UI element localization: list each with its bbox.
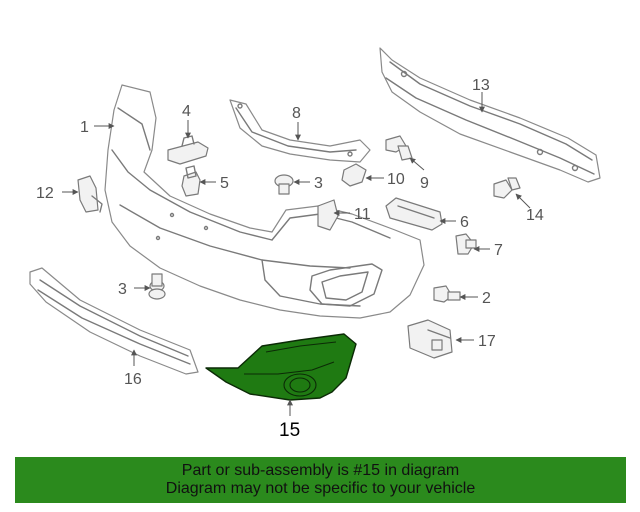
callout-10: 10 [387,171,405,188]
callout-11: 11 [354,206,371,223]
callout-16: 16 [124,371,142,388]
callout-9: 9 [420,175,429,192]
part-13-reinforcement[interactable] [379,47,601,183]
callout-3-lower: 3 [118,281,127,298]
part-14-bolt[interactable] [493,177,521,199]
callout-4: 4 [182,103,191,120]
part-6-bracket[interactable] [385,197,443,231]
callout-1: 1 [80,119,89,136]
parts-diagram: 1 4 5 8 3 10 9 13 14 11 6 7 2 17 12 3 16… [29,47,601,441]
callout-14: 14 [526,207,544,224]
part-3-nut-upper[interactable] [274,174,294,195]
part-5-clip[interactable] [181,165,201,197]
part-3-nut-lower[interactable] [148,273,166,300]
part-1-bumper-cover[interactable] [104,84,425,319]
leader-lines [62,92,531,416]
callout-5: 5 [220,175,229,192]
part-10-clip[interactable] [341,163,367,187]
part-4-bracket[interactable] [167,135,209,165]
part-9-bolt[interactable] [385,135,413,161]
part-16-grille[interactable] [29,267,199,375]
info-banner: Part or sub-assembly is #15 in diagram D… [15,457,626,503]
callout-15: 15 [279,420,300,441]
part-7-bolt[interactable] [455,233,477,255]
callout-2: 2 [482,290,491,307]
callout-17: 17 [478,333,496,350]
callout-3-upper: 3 [314,175,323,192]
part-8-bracket[interactable] [229,99,371,163]
callout-7: 7 [494,242,503,259]
callout-12: 12 [36,185,54,202]
part-11-bracket[interactable] [317,199,339,231]
part-17-sensor[interactable] [407,319,453,359]
banner-line-1: Part or sub-assembly is #15 in diagram [181,462,460,479]
part-15-fog-bezel[interactable] [205,333,357,401]
part-12-bracket[interactable] [77,175,103,213]
part-2-bolt[interactable] [433,285,461,303]
callout-8: 8 [292,105,301,122]
callout-13: 13 [472,77,490,94]
banner-line-2: Diagram may not be specific to your vehi… [165,480,476,497]
callout-6: 6 [460,214,469,231]
